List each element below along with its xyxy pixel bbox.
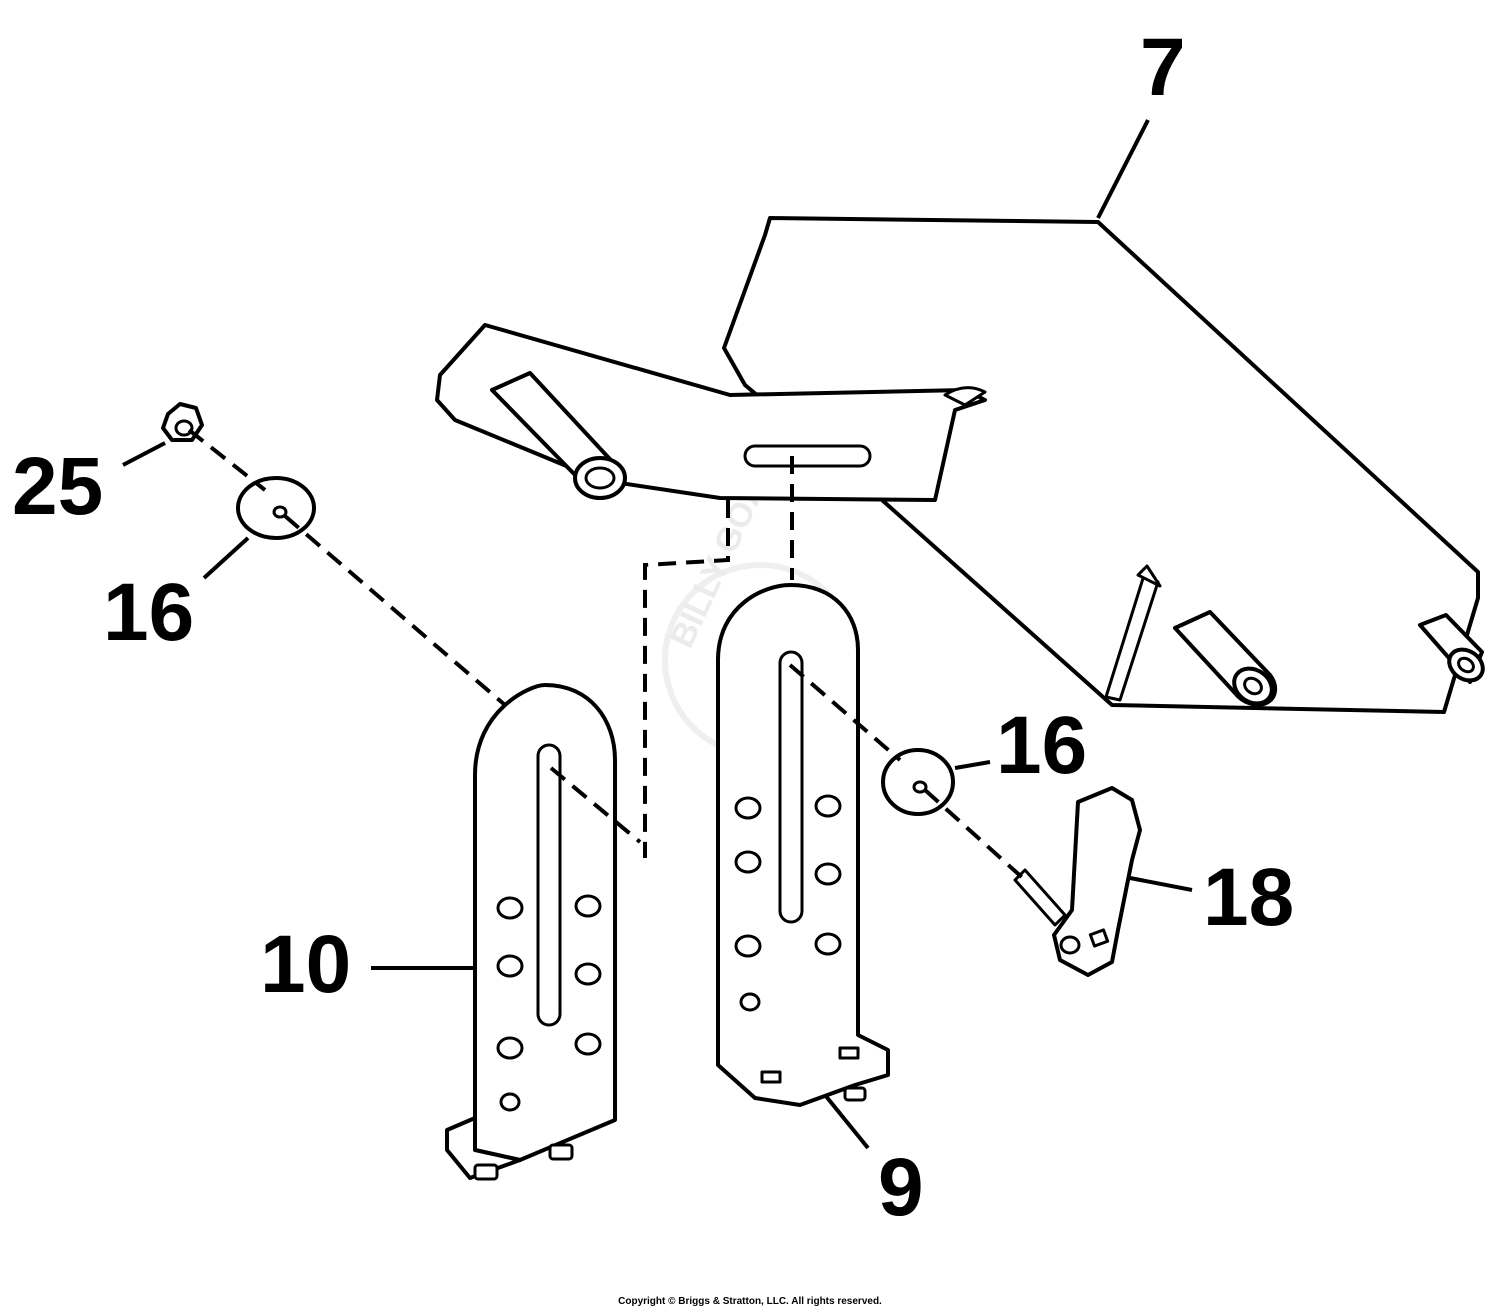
callout-labels: 7 25 16 16 18 10 9 <box>12 22 1294 1233</box>
part-10-height-bracket[interactable] <box>445 683 617 1181</box>
arm-slot <box>743 444 872 468</box>
bracket-10-slot <box>536 743 562 1027</box>
part-18-lock-lever[interactable] <box>1013 786 1142 977</box>
bracket-9-slot <box>778 650 804 924</box>
part-9-height-bracket[interactable] <box>716 583 890 1107</box>
assembly-lines <box>187 428 1027 882</box>
callout-9: 9 <box>878 1142 924 1233</box>
callout-18: 18 <box>1203 852 1294 943</box>
part-16-washer-left[interactable] <box>236 476 316 540</box>
callout-7: 7 <box>1140 22 1186 113</box>
end-bushing <box>1418 613 1485 684</box>
height-adjust-arm[interactable] <box>435 323 987 502</box>
callout-16-right: 16 <box>996 700 1087 791</box>
cotter-pin <box>1104 564 1162 702</box>
part-7-deck-plate[interactable] <box>722 216 1489 714</box>
part-16-washer-right[interactable] <box>881 748 955 816</box>
callout-25: 25 <box>12 441 103 532</box>
callout-10: 10 <box>260 919 351 1010</box>
copyright-notice: Copyright © Briggs & Stratton, LLC. All … <box>618 1296 882 1307</box>
callout-16-left: 16 <box>103 567 194 658</box>
leader-lines <box>122 119 1193 1150</box>
axle-tube <box>1173 610 1278 707</box>
